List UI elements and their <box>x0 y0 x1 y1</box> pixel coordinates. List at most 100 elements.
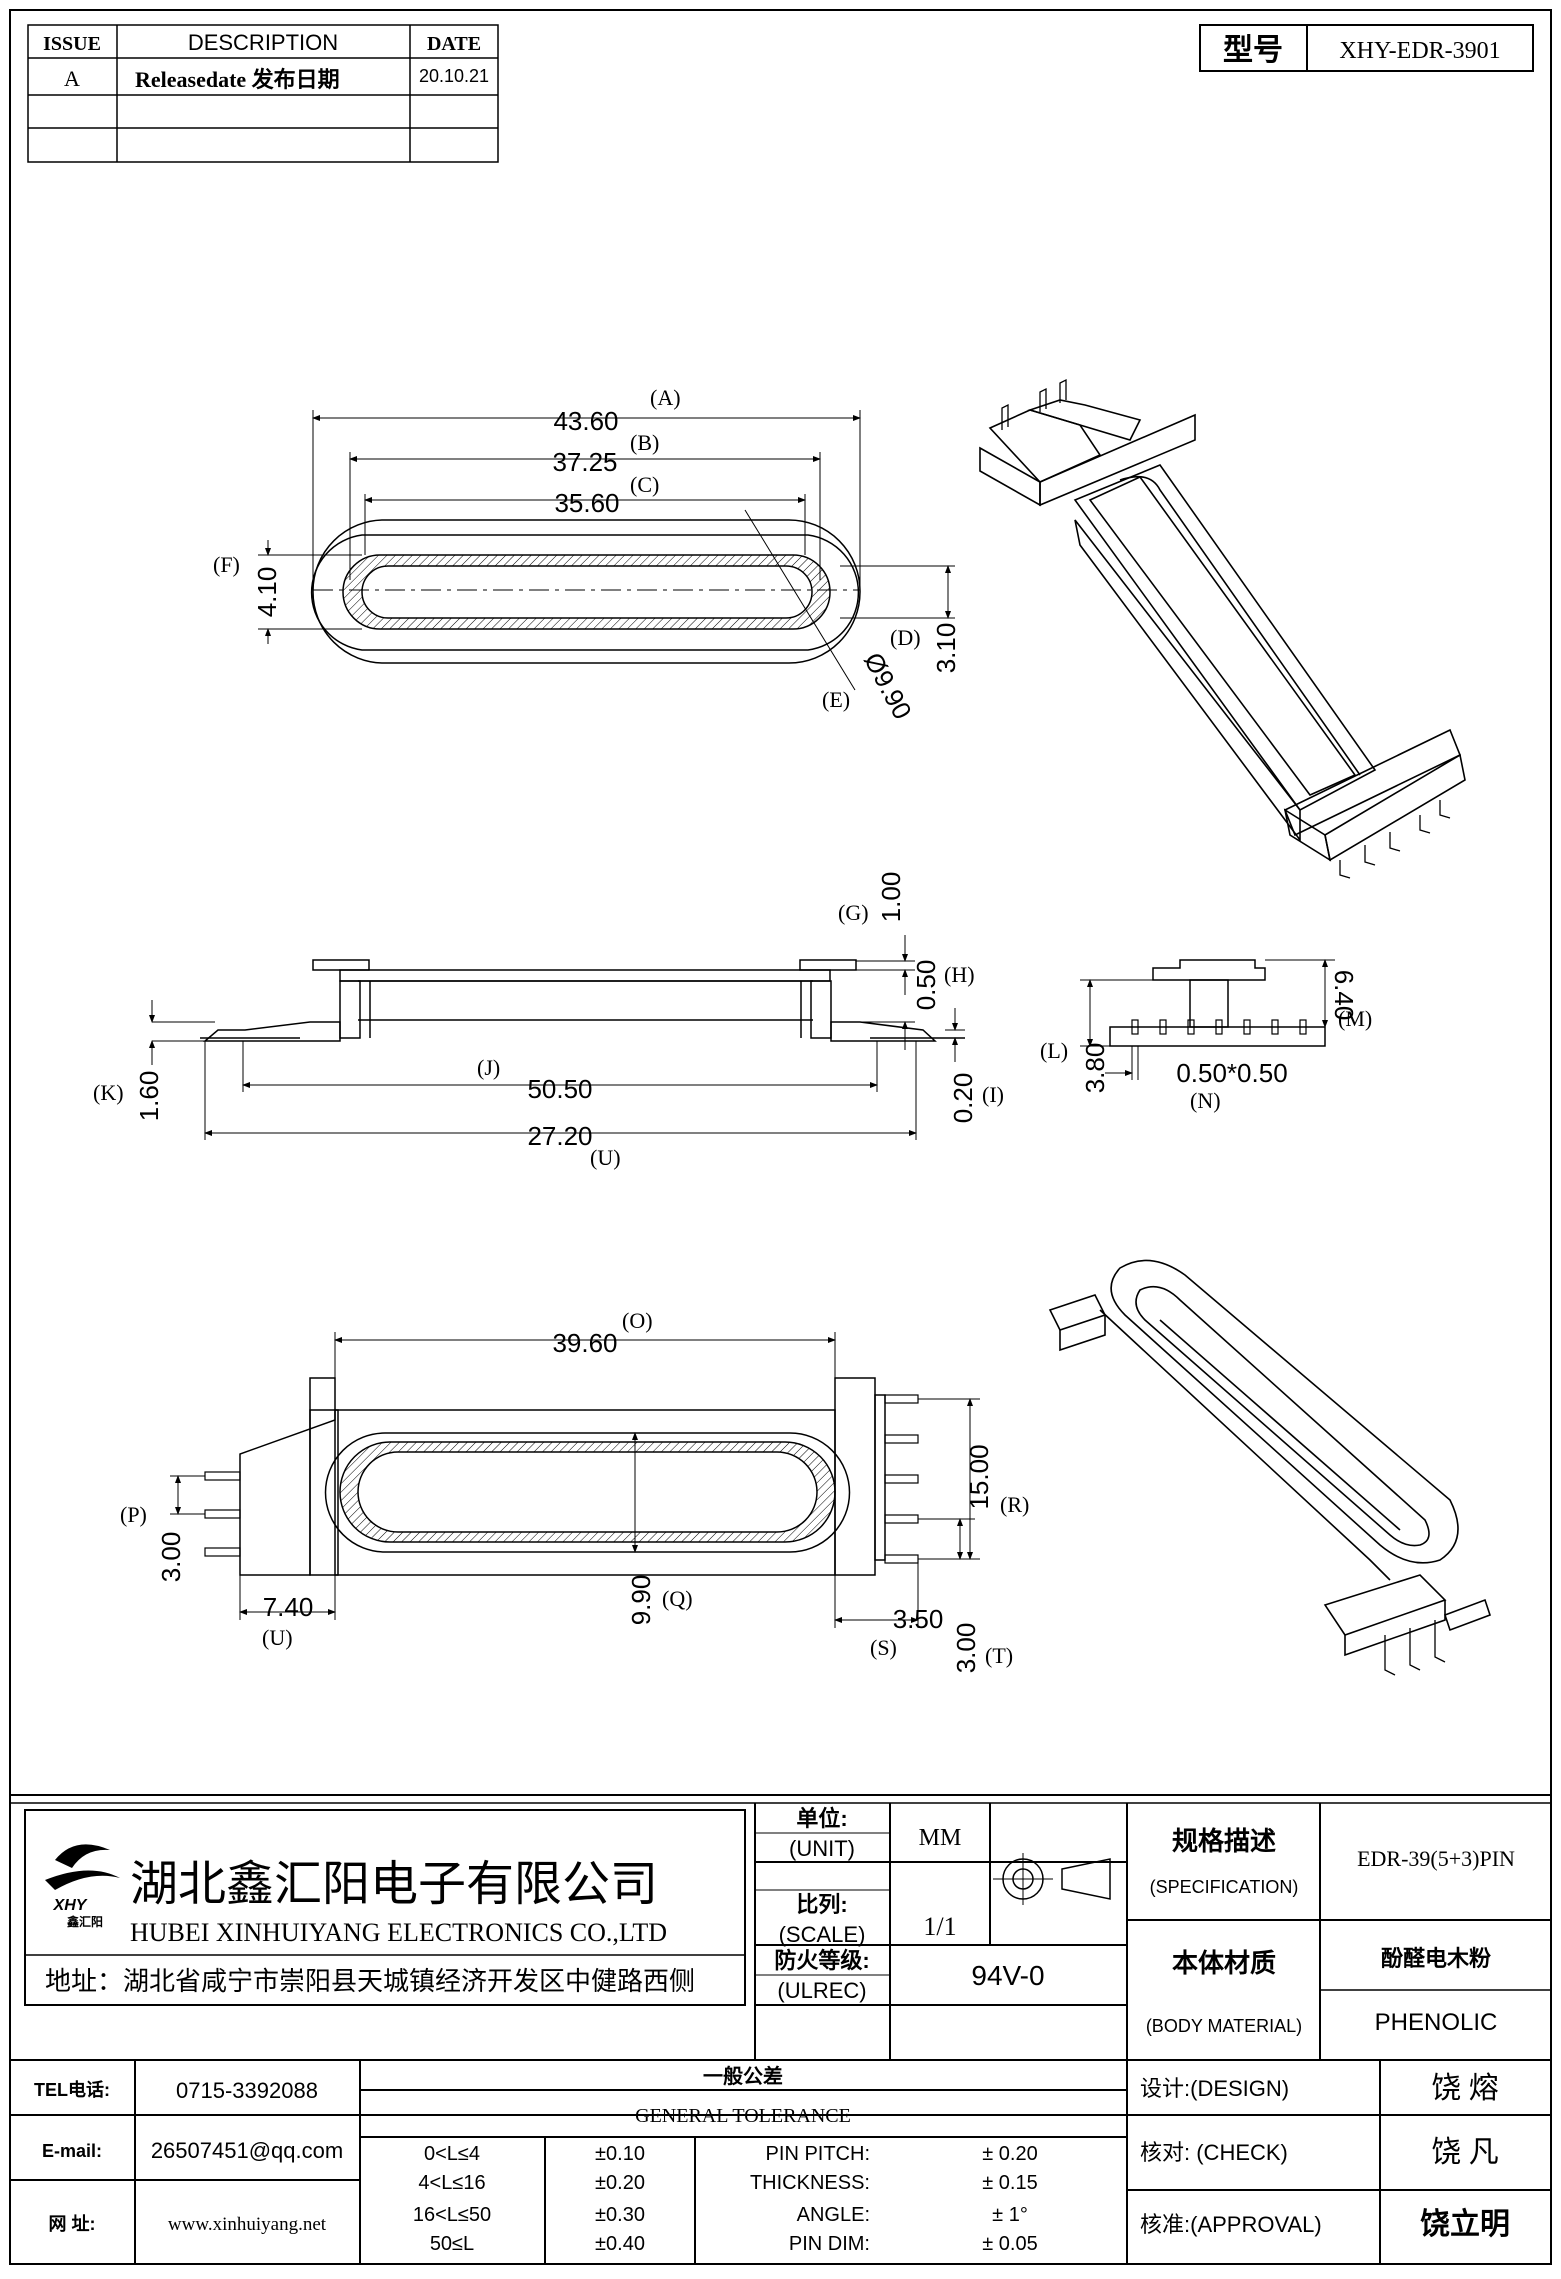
model-value: XHY-EDR-3901 <box>1339 38 1500 64</box>
tol-other-value: ± 1° <box>992 2204 1028 2226</box>
material-label-cn: 本体材质 <box>1172 1948 1276 1978</box>
rev-row-description: Releasedate 发布日期 <box>135 67 340 92</box>
bottom-view-dims <box>170 1332 980 1628</box>
rev-row-date: 20.10.21 <box>419 66 489 86</box>
tag-N: (N) <box>1190 1088 1221 1113</box>
revision-table <box>27 24 499 163</box>
material-value-cn: 酚醛电木粉 <box>1381 1946 1491 1971</box>
dim-D: 3.10 <box>931 623 961 674</box>
tag-E: (E) <box>822 687 850 712</box>
ul-value: 94V-0 <box>971 1960 1044 1991</box>
tol-other-label: PIN DIM: <box>789 2233 870 2255</box>
dim-F: 4.10 <box>252 567 282 618</box>
unit-label-en: (UNIT) <box>789 1836 855 1861</box>
spec-label-cn: 规格描述 <box>1172 1826 1276 1856</box>
web-label: 网 址: <box>49 2214 96 2234</box>
dim-Q: 9.90 <box>626 1575 656 1626</box>
tag-O: (O) <box>622 1308 653 1333</box>
unit-label-cn: 单位: <box>796 1806 847 1831</box>
tol-other-value: ± 0.05 <box>982 2233 1037 2255</box>
end-view-dims <box>1080 959 1335 1080</box>
tel-value: 0715-3392088 <box>176 2078 318 2103</box>
scale-label-en: (SCALE) <box>779 1922 866 1947</box>
tag-M: (M) <box>1338 1006 1372 1031</box>
side-view-dims <box>149 935 965 1140</box>
dim-G: 1.00 <box>876 872 906 923</box>
tag-R: (R) <box>1000 1492 1029 1517</box>
dim-T: 3.00 <box>951 1623 981 1674</box>
company-name-cn: 湖北鑫汇阳电子有限公司 <box>130 1858 658 1911</box>
dim-P: 3.00 <box>156 1532 186 1583</box>
tol-other-label: ANGLE: <box>797 2204 870 2226</box>
email-value: 26507451@qq.com <box>151 2138 343 2163</box>
approval-label: 设计:(DESIGN) <box>1140 2076 1289 2101</box>
isometric-view-top <box>979 378 1466 879</box>
tag-U-bottom: (U) <box>262 1625 293 1650</box>
tol-range: 4<L≤16 <box>418 2172 485 2194</box>
dim-U-side: 27.20 <box>527 1121 592 1151</box>
tag-I: (I) <box>982 1082 1004 1107</box>
ul-label-en: (ULREC) <box>777 1978 866 2003</box>
title-block-grid <box>9 1794 1552 2265</box>
end-view-body <box>1109 959 1326 1047</box>
top-view-dims <box>258 410 955 691</box>
dim-C: 35.60 <box>554 488 619 518</box>
tolerance-title-cn: 一般公差 <box>703 2064 783 2088</box>
dim-B: 37.25 <box>552 447 617 477</box>
logo-mark-sub: 鑫汇阳 <box>66 1914 103 1929</box>
rev-row-issue: A <box>64 66 80 91</box>
top-view-body <box>310 519 861 664</box>
logo-mark-text: XHY <box>53 1897 88 1914</box>
dim-H: 0.50 <box>911 960 941 1011</box>
tag-G: (G) <box>838 900 869 925</box>
side-view-body <box>200 959 965 1042</box>
model-label: 型号 <box>1223 34 1283 67</box>
projection-symbol-icon <box>993 1853 1111 1905</box>
tol-other-value: ± 0.15 <box>982 2172 1037 2194</box>
unit-value: MM <box>919 1825 962 1851</box>
material-value-en: PHENOLIC <box>1375 2009 1498 2036</box>
dim-M: 6.40 <box>1329 970 1359 1021</box>
email-label: E-mail: <box>42 2141 102 2161</box>
bottom-view-body <box>204 1377 919 1576</box>
tag-B: (B) <box>630 430 659 455</box>
tel-label: TEL电话: <box>34 2079 110 2100</box>
approval-label: 核准:(APPROVAL) <box>1140 2212 1322 2237</box>
dim-I: 0.20 <box>948 1073 978 1124</box>
dim-J: 50.50 <box>527 1074 592 1104</box>
tol-other-label: THICKNESS: <box>750 2172 870 2194</box>
approval-label: 核对: (CHECK) <box>1140 2140 1288 2165</box>
spec-value: EDR-39(5+3)PIN <box>1357 1846 1515 1871</box>
dim-U-bottom: 7.40 <box>263 1592 314 1622</box>
dim-S: 3.50 <box>893 1604 944 1634</box>
spec-label-en: (SPECIFICATION) <box>1150 1877 1299 1897</box>
company-logo-icon: XHY 鑫汇阳 <box>45 1844 120 1929</box>
tag-K: (K) <box>93 1080 124 1105</box>
tol-other-value: ± 0.20 <box>982 2143 1037 2165</box>
scale-value: 1/1 <box>923 1912 956 1941</box>
tol-value: ±0.30 <box>595 2204 645 2226</box>
tag-J: (J) <box>477 1055 500 1080</box>
company-name-en: HUBEI XINHUIYANG ELECTRONICS CO.,LTD <box>130 1918 667 1947</box>
dim-O: 39.60 <box>552 1328 617 1358</box>
tag-H: (H) <box>944 962 975 987</box>
tol-value: ±0.20 <box>595 2172 645 2194</box>
tag-D: (D) <box>890 625 921 650</box>
material-label-en: (BODY MATERIAL) <box>1146 2016 1302 2036</box>
dim-L: 3.80 <box>1080 1043 1110 1094</box>
dim-N: 0.50*0.50 <box>1176 1058 1287 1088</box>
tolerance-title-en: GENERAL TOLERANCE <box>635 2105 851 2127</box>
tol-value: ±0.10 <box>595 2143 645 2165</box>
tol-value: ±0.40 <box>595 2233 645 2255</box>
approval-name: 饶 熔 <box>1431 2072 1499 2105</box>
rev-header-issue: ISSUE <box>43 33 101 55</box>
tag-T: (T) <box>985 1643 1013 1668</box>
dim-K: 1.60 <box>134 1071 164 1122</box>
isometric-view-bottom <box>1048 1259 1492 1676</box>
tol-range: 0<L≤4 <box>424 2143 480 2165</box>
tag-S: (S) <box>870 1635 897 1660</box>
tol-range: 16<L≤50 <box>413 2204 491 2226</box>
tag-F: (F) <box>213 552 240 577</box>
web-value: www.xinhuiyang.net <box>168 2214 327 2235</box>
